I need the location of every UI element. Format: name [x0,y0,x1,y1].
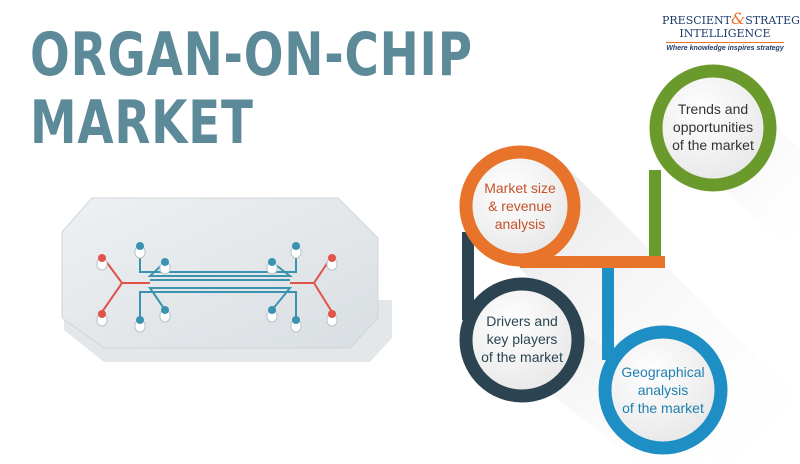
port [134,316,146,333]
market-size-line-3: analysis [494,216,546,232]
chip-ports [96,242,338,333]
port [96,254,108,271]
chip-red-channels [101,255,333,313]
geographical-line-1: Geographical [621,364,705,380]
bubble-drivers-label: Drivers and key players of the market [466,312,578,366]
trends-line-2: opportunities [672,119,754,135]
logo-line-2: INTELLIGENCE [679,27,771,40]
drivers-line-3: of the market [481,349,563,365]
chip-teal-channels [139,248,297,318]
port [326,254,338,271]
market-size-line-1: Market size [484,180,556,196]
company-logo: PRESCIENT&STRATEGIC INTELLIGENCE Where k… [662,9,800,53]
bubble-market-size [459,145,581,267]
bubble-trends-label: Trends and opportunities of the market [656,100,770,154]
port [159,258,171,275]
bubble-geographical [598,325,728,455]
port [96,310,108,327]
port [159,306,171,323]
port [266,258,278,275]
port [266,306,278,323]
market-size-line-2: & revenue [488,198,552,214]
drivers-line-1: Drivers and [486,313,558,329]
page-title-line-1: ORGAN-ON-CHIP [30,20,473,90]
organ-chip-illustration [61,197,392,362]
logo-word-strategic: STRATEGIC [745,14,800,27]
logo-tagline: Where knowledge inspires strategy [666,45,784,52]
port [134,242,146,259]
logo-word-prescient: PRESCIENT [662,14,732,27]
port [290,242,302,259]
geographical-line-2: analysis [637,382,689,398]
bubble-geographical-label: Geographical analysis of the market [605,363,721,417]
page-title-line-2: MARKET [30,88,254,158]
trends-line-1: Trends and [677,101,749,117]
trends-line-3: of the market [672,137,754,153]
bubble-trends [649,64,777,192]
bubble-market-size-label: Market size & revenue analysis [466,179,574,233]
logo-ampersand: & [731,9,746,28]
logo-rule [666,42,784,43]
bubble-drivers [459,277,585,403]
logo-line-1: PRESCIENT&STRATEGIC [662,9,800,28]
port [326,310,338,327]
port [290,316,302,333]
geographical-line-3: of the market [622,400,704,416]
drivers-line-2: key players [486,331,558,347]
bubble-connectors [462,170,665,360]
